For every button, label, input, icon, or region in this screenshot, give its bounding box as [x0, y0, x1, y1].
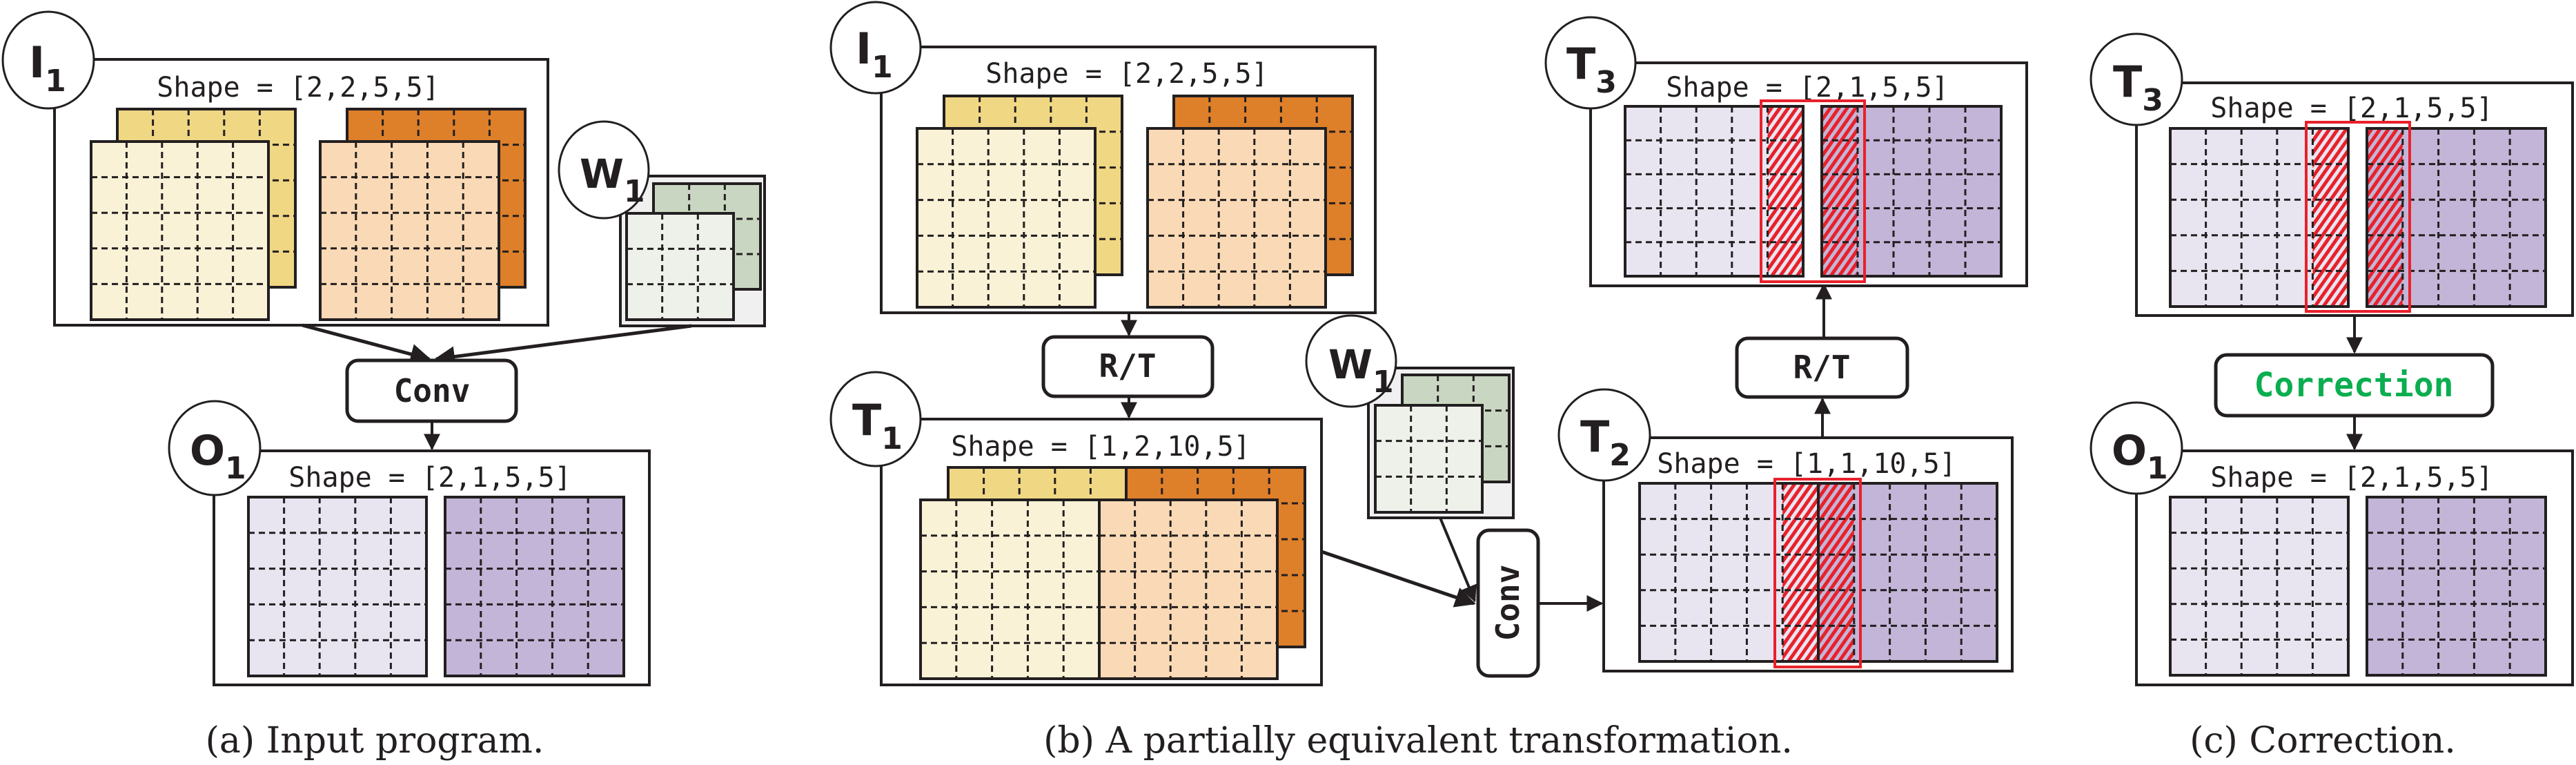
c-output-node-label: O1 [2112, 427, 2168, 486]
tensor-grid [2169, 127, 2350, 308]
b-input-node-circle [829, 1, 922, 95]
tensor-grid [916, 127, 1097, 309]
tensor-grid [444, 496, 625, 677]
t3-shape-label: Shape = [2,1,5,5] [1666, 72, 1948, 104]
tensor-border [247, 496, 428, 677]
t1-node-circle [829, 371, 922, 467]
tensor-grid [1624, 105, 1805, 278]
tensor-border [2169, 127, 2350, 308]
hatched-column [1767, 106, 1803, 276]
edge-weight-to-conv [434, 324, 692, 367]
output-node-circle [168, 400, 262, 496]
correction-op-label: Correction [2254, 366, 2454, 405]
tensor-border [1817, 482, 1998, 663]
t2-node-label: T2 [1580, 411, 1631, 473]
tensor-border [1098, 498, 1279, 680]
weight-node-circle [558, 120, 650, 220]
tensor-fill [2367, 497, 2546, 675]
t2-shape-label: Shape = [1,1,10,5] [1657, 448, 1956, 480]
tensor-border [90, 140, 270, 321]
t2-node-circle [1557, 388, 1651, 482]
tensor-border [319, 140, 500, 321]
panel-c: Shape = [2,1,5,5] T3 Correction Shape = … [2090, 32, 2574, 762]
tensor-border [1146, 127, 1327, 309]
c-t3-highlight-box [2305, 121, 2411, 313]
caption-a: (a) Input program. [206, 720, 544, 762]
tensor-border [444, 496, 625, 677]
tensor-border [625, 212, 735, 321]
tensor-border [1374, 404, 1484, 514]
panel-b: Shape = [2,2,5,5] I1 R/T Shape = [1,2,10… [829, 1, 2028, 762]
t3-node-circle [1544, 16, 1637, 110]
tensor-grid [247, 496, 428, 677]
hatched-column [2312, 128, 2348, 307]
tensor-fill [1099, 500, 1277, 679]
input-shape-label: Shape = [2,2,5,5] [157, 72, 439, 104]
caption-b: (b) A partially equivalent transformatio… [1043, 720, 1793, 762]
t1-node-label: T1 [852, 395, 903, 456]
tensor-grid [1817, 482, 1998, 663]
tensor-grid [2366, 496, 2547, 677]
tensor-fill [91, 142, 268, 320]
tensor-fill [627, 213, 734, 320]
input-node-label: I1 [29, 37, 66, 99]
tensor-fill [1375, 405, 1482, 512]
t3-node-label: T3 [1566, 39, 1617, 100]
tensor-fill [320, 142, 499, 320]
hatched-column [2367, 128, 2403, 307]
caption-c: (c) Correction. [2190, 720, 2456, 762]
conv-op-label: Conv [394, 372, 471, 409]
output-node-label: O1 [190, 427, 246, 486]
tensor-grid [1146, 127, 1327, 309]
tensor-border [2169, 496, 2350, 677]
tensor-border [1624, 105, 1805, 278]
t3-highlight-box [1760, 99, 1866, 283]
hatched-column [1782, 483, 1818, 661]
hatched-column [1822, 106, 1858, 276]
input-node-circle [1, 10, 95, 110]
tensor-border [2366, 127, 2547, 308]
c-t3-node-circle [2090, 32, 2183, 126]
b-input-shape-label: Shape = [2,2,5,5] [985, 58, 1268, 90]
tensor-grid [2366, 127, 2547, 308]
tensor-grid [90, 140, 270, 321]
t2-highlight-box [1773, 478, 1862, 668]
edge-t1-to-conv [1321, 550, 1476, 608]
t1-shape-label: Shape = [1,2,10,5] [951, 431, 1250, 463]
c-output-node-circle [2090, 401, 2183, 495]
tensor-grid [1638, 482, 1820, 663]
output-shape-label: Shape = [2,1,5,5] [288, 462, 571, 494]
weight-node-label: W1 [580, 151, 645, 209]
edge-input-to-conv [302, 323, 431, 365]
tensor-border [2366, 496, 2547, 677]
tensor-border [916, 127, 1097, 309]
tensor-grid [1374, 404, 1484, 514]
b-conv-op-label: Conv [1489, 565, 1526, 641]
tensor-grid [919, 498, 1101, 680]
b-weight-node-label: W1 [1328, 341, 1394, 400]
tensor-fill [921, 500, 1099, 679]
hatched-column [1818, 483, 1854, 661]
tensor-fill [917, 128, 1095, 307]
rt-op-label-2: R/T [1793, 349, 1850, 386]
tensor-border [1820, 105, 2003, 278]
tensor-fill [2170, 497, 2348, 675]
tensor-grid [1820, 105, 2003, 278]
panel-a: Shape = [2,2,5,5] I1 W1 Conv Shape = [2,… [1, 10, 766, 762]
rt-op-label-1: R/T [1099, 347, 1156, 385]
b-weight-node-circle [1305, 314, 1397, 408]
tensor-grid [625, 212, 735, 321]
c-t3-shape-label: Shape = [2,1,5,5] [2210, 93, 2493, 124]
c-t3-node-label: T3 [2113, 57, 2163, 118]
tensor-grid [319, 140, 500, 321]
tensor-grid [2169, 496, 2350, 677]
edge-weight-to-conv-b [1439, 517, 1477, 603]
rt-op-box-2[interactable] [1735, 336, 1909, 399]
tensor-grid [1098, 498, 1279, 680]
b-input-node-label: I1 [856, 23, 893, 85]
c-output-shape-label: Shape = [2,1,5,5] [2210, 462, 2493, 494]
tensor-fill [1148, 128, 1326, 307]
tensor-fill [248, 497, 426, 676]
tensor-fill [445, 497, 624, 676]
